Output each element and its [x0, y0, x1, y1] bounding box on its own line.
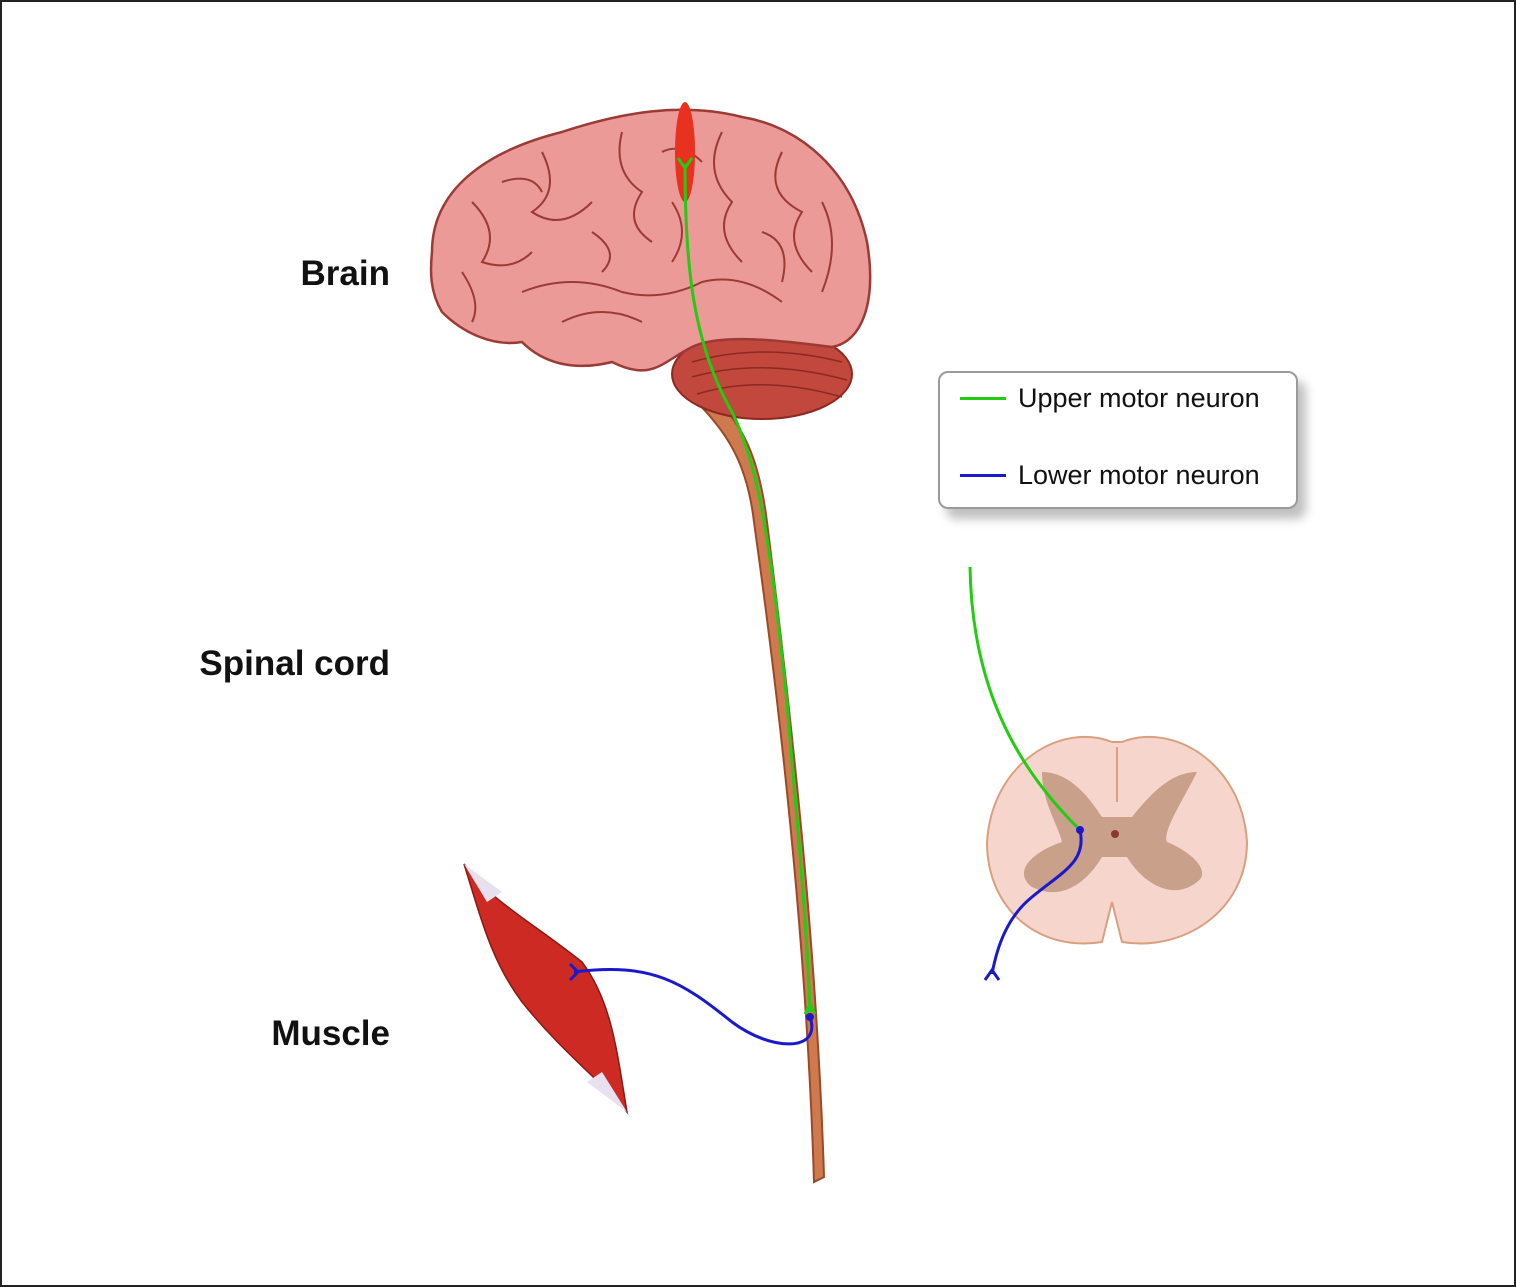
legend-label: Upper motor neuron [1018, 383, 1260, 413]
legend-swatch-green [960, 397, 1006, 400]
legend-label: Lower motor neuron [1018, 460, 1260, 490]
spinal-cord [690, 385, 826, 1184]
upper-motor-neuron-cross-path [968, 566, 1079, 829]
legend: Upper motor neuron Lower motor neuron [938, 371, 1298, 509]
label-brain: Brain [300, 254, 390, 293]
lower-motor-neuron-cross-path [990, 829, 1083, 975]
spinal-cord-cross-section [985, 736, 1249, 945]
motor-cortex-highlight [675, 102, 695, 202]
label-spinal-cord: Spinal cord [199, 644, 390, 683]
upper-motor-neuron-dendrite [676, 157, 694, 171]
legend-item-upper-motor-neuron: Upper motor neuron [960, 383, 1260, 414]
brain-gyri [461, 131, 833, 323]
lower-motor-neuron-path [573, 968, 814, 1046]
legend-item-lower-motor-neuron: Lower motor neuron [960, 460, 1260, 491]
label-muscle: Muscle [271, 1014, 390, 1053]
legend-swatch-blue [960, 474, 1006, 477]
upper-motor-neuron-path [683, 163, 812, 1013]
